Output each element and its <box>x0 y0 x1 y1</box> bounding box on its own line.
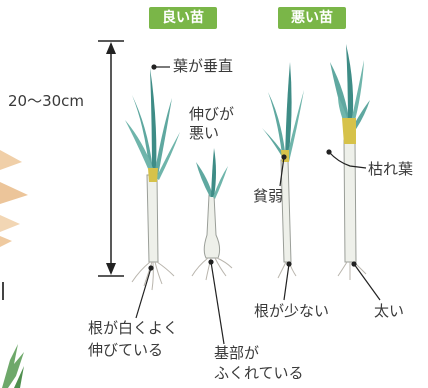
poor-growth-label-line1: 伸びが <box>189 105 235 123</box>
weak-label: 貧弱 <box>253 187 284 205</box>
height-measure-label: 20〜30cm <box>8 92 85 110</box>
good-seedling-short <box>191 148 233 281</box>
roots-white-label-line1: 根が白くよく <box>88 319 179 337</box>
bad-seedling-thick <box>330 44 370 280</box>
roots-white-label-line2: 伸びている <box>88 341 164 359</box>
bad-seedling-weak <box>262 62 304 279</box>
good-seedling-tall <box>125 68 180 291</box>
bad-seedling-header: 悪い苗 <box>278 7 346 29</box>
height-arrow <box>98 40 124 277</box>
poor-growth-label-line2: 悪い <box>189 124 220 142</box>
base-swollen-label-line1: 基部が <box>214 344 260 362</box>
thick-label: 太い <box>374 302 405 320</box>
few-roots-label: 根が少ない <box>254 302 330 320</box>
base-swollen-label-line2: ふくれている <box>214 364 304 382</box>
vertical-leaf-label: 葉が垂直 <box>173 57 234 75</box>
leader-lines <box>135 64 381 345</box>
dead-leaf-label: 枯れ葉 <box>368 160 414 178</box>
good-seedling-header: 良い苗 <box>149 7 217 29</box>
straw-decoration <box>0 150 28 388</box>
